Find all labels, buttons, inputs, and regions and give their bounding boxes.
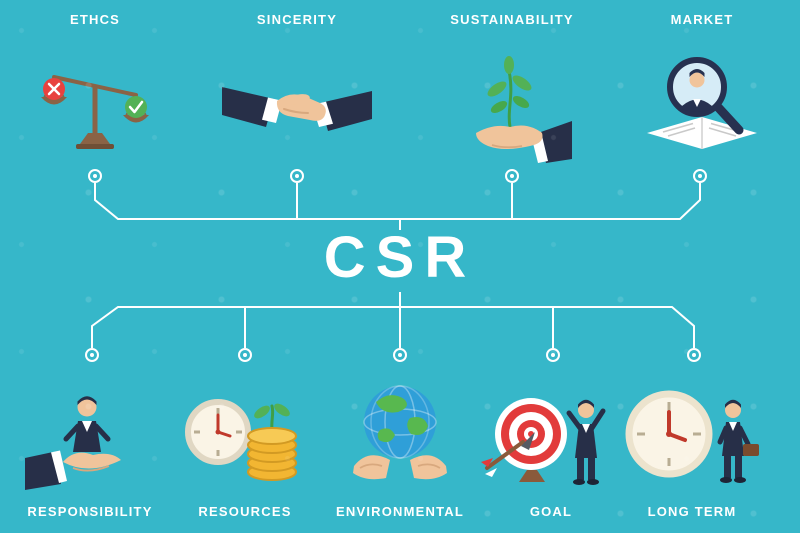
category-market: MARKET	[622, 12, 782, 161]
category-environmental: ENVIRONMENTAL	[320, 378, 480, 519]
category-ethics: ETHCS	[15, 12, 175, 158]
category-label: LONG TERM	[647, 504, 737, 519]
category-sincerity: SINCERITY	[217, 12, 377, 153]
scales-icon	[41, 75, 149, 149]
page-title: CSR	[323, 225, 477, 290]
category-label: RESOURCES	[198, 504, 292, 519]
category-label: GOAL	[529, 504, 573, 519]
category-responsibility: RESPONSIBILITY	[10, 378, 170, 519]
category-label: SUSTAINABILITY	[450, 12, 574, 27]
clock-coins-icon	[184, 399, 297, 481]
category-label: SINCERITY	[256, 12, 338, 27]
magnifier-document-icon	[646, 57, 757, 149]
category-label: ETHCS	[69, 12, 121, 27]
category-resources: RESOURCES	[165, 378, 325, 519]
category-sustainability: SUSTAINABILITY	[432, 12, 592, 169]
globe-in-hands-icon	[352, 385, 447, 480]
category-label: MARKET	[670, 12, 734, 27]
target-arrow-icon	[480, 398, 605, 485]
category-label: RESPONSIBILITY	[27, 504, 153, 519]
hand-holding-person-icon	[25, 396, 121, 490]
category-long-term: LONG TERM	[612, 378, 772, 519]
clock-person-icon	[625, 390, 759, 483]
category-label: ENVIRONMENTAL	[335, 504, 465, 519]
handshake-icon	[222, 87, 372, 131]
category-goal: GOAL	[471, 378, 631, 519]
plant-in-hand-icon	[476, 56, 572, 163]
